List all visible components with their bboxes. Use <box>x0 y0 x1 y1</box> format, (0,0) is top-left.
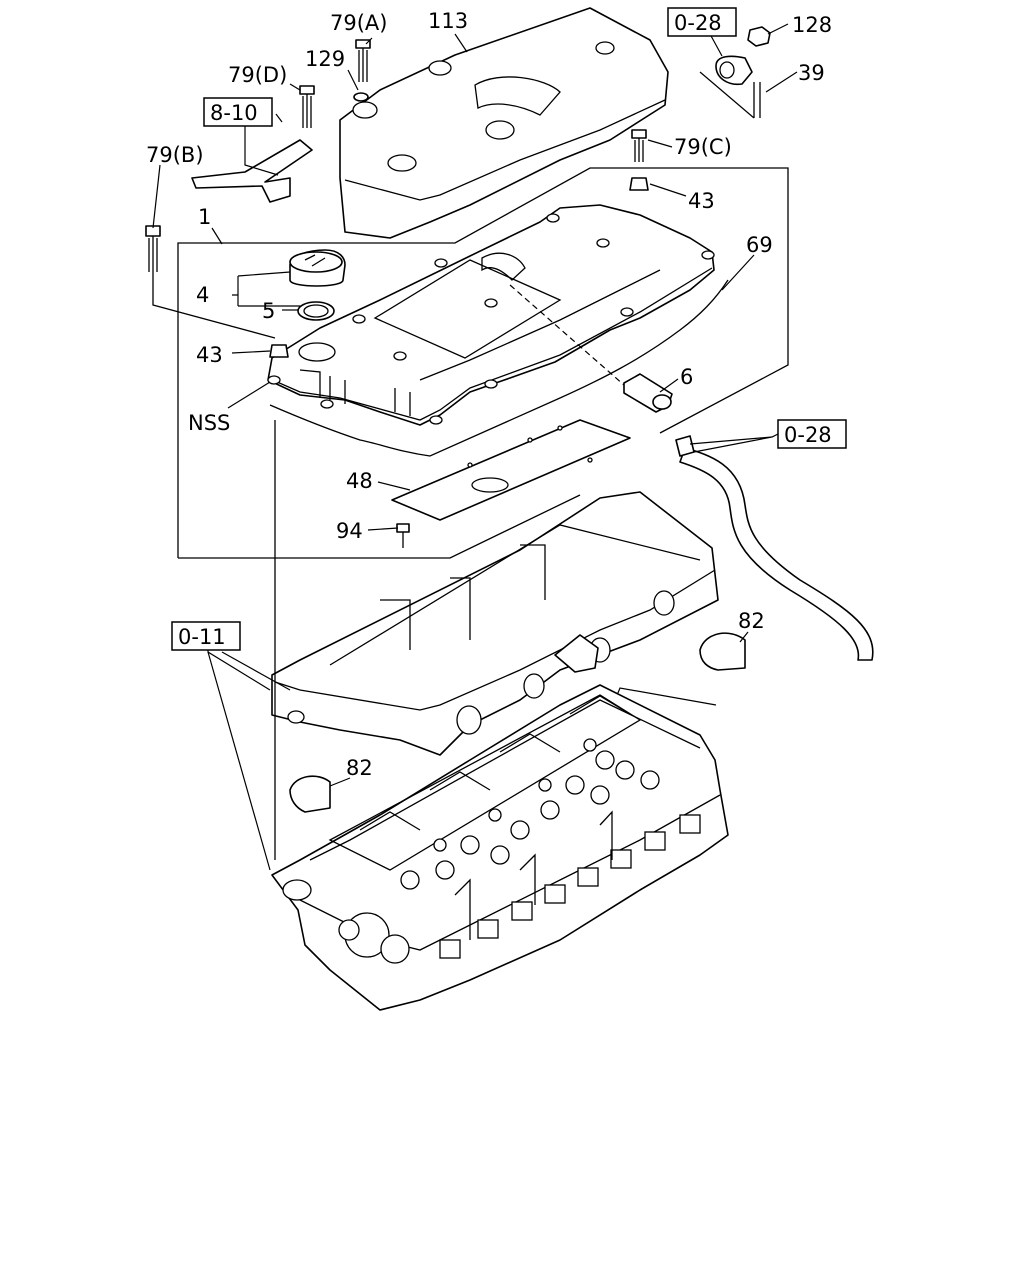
callout-129: 129 <box>305 47 345 71</box>
end-cap-82-right <box>699 632 746 671</box>
grommet-43-body <box>269 344 289 358</box>
screw-94 <box>396 523 410 548</box>
ref-box-0-28-top <box>667 7 737 37</box>
pcv-leader-line <box>509 284 625 386</box>
cylinder-head-cover-top <box>339 7 669 239</box>
bolt-79b-guide-line <box>152 272 276 860</box>
callout-69: 69 <box>746 233 773 257</box>
cylinder-head-cover-body <box>267 204 715 426</box>
assembly-bracket-1 <box>177 167 789 559</box>
gasket-69 <box>269 279 729 457</box>
cylinder-head <box>271 684 729 1011</box>
callout-6: 6 <box>680 365 693 389</box>
ref-8-10: 8-10 <box>210 101 258 125</box>
callout-4: 4 <box>196 283 209 307</box>
callout-113: 113 <box>428 9 468 33</box>
bolt-79d <box>299 85 315 128</box>
seal-5 <box>297 301 335 321</box>
callout-79b: 79(B) <box>146 143 204 167</box>
callout-5: 5 <box>262 299 275 323</box>
ref-0-28-hose: 0-28 <box>784 423 832 447</box>
callout-82-left: 82 <box>346 756 373 780</box>
ref-box-0-11 <box>171 621 241 651</box>
grommet-43-top <box>629 177 649 191</box>
leader-lines <box>152 23 798 871</box>
callout-94: 94 <box>336 519 363 543</box>
callout-79c: 79(C) <box>674 135 732 159</box>
clip-0-28 <box>715 55 753 86</box>
callout-82-right: 82 <box>738 609 765 633</box>
callout-43-body: 43 <box>196 343 223 367</box>
callout-nss: NSS <box>188 411 230 435</box>
ref-0-28-top: 0-28 <box>674 11 722 35</box>
stud-39 <box>753 82 761 118</box>
oil-filler-cap-4 <box>289 249 346 287</box>
ref-box-0-28-hose <box>777 419 847 449</box>
baffle-plate-48 <box>391 419 631 521</box>
pcv-valve-6 <box>623 373 673 413</box>
nut-128 <box>747 26 771 47</box>
callout-79a: 79(A) <box>330 11 387 35</box>
callout-39: 39 <box>798 61 825 85</box>
callout-128: 128 <box>792 13 832 37</box>
bolt-79c <box>631 129 647 162</box>
callout-43-top: 43 <box>688 189 715 213</box>
ref-0-11: 0-11 <box>178 625 226 649</box>
bolt-79a <box>355 39 371 82</box>
callout-79d: 79(D) <box>228 63 287 87</box>
ref-box-8-10 <box>203 97 273 127</box>
washer-129 <box>353 92 369 102</box>
end-cap-82-left <box>289 775 331 813</box>
bracket-8-10 <box>191 139 313 203</box>
bolt-79b <box>145 225 161 272</box>
rocker-housing <box>271 491 719 756</box>
callout-1: 1 <box>198 205 211 229</box>
callout-48: 48 <box>346 469 373 493</box>
